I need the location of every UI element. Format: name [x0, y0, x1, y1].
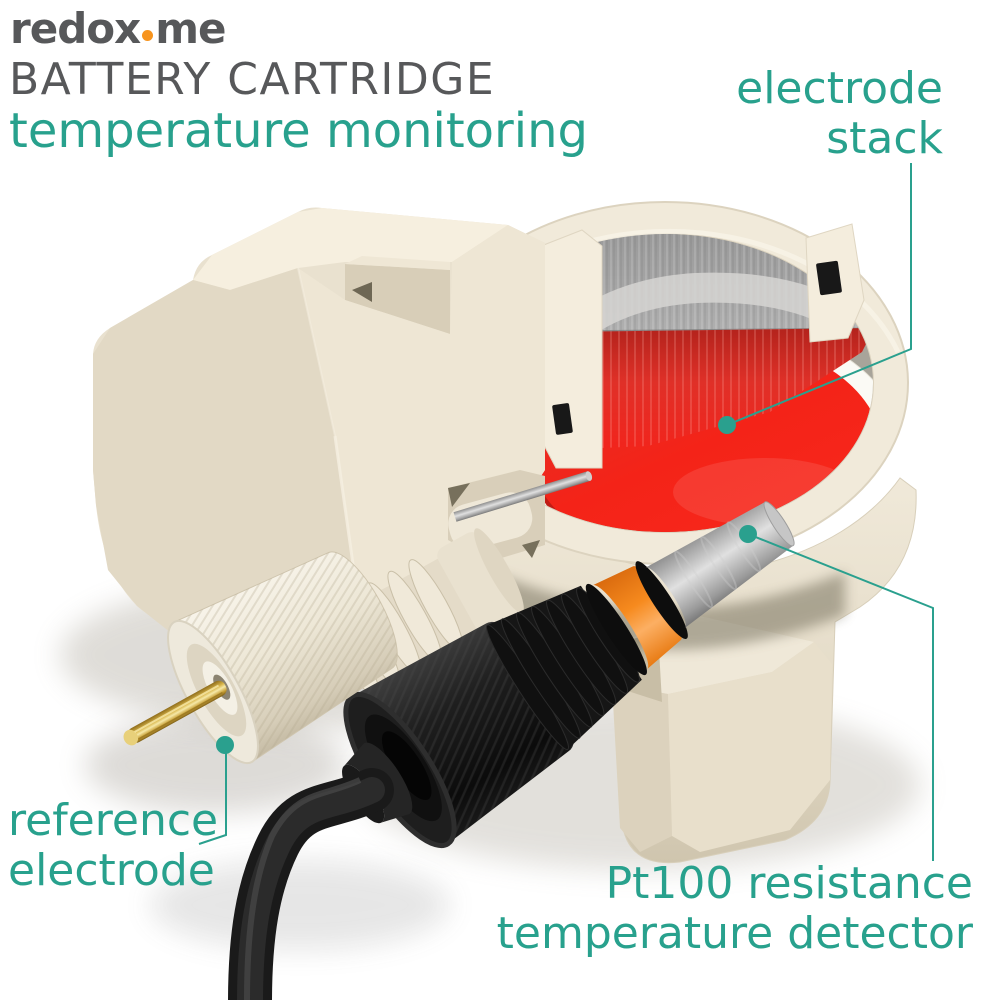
page-title: BATTERY CARTRIDGE: [9, 54, 496, 105]
label-reference-electrode-line2: electrode: [8, 845, 215, 897]
reference-electrode-leader-line: [198, 746, 227, 845]
seal-left: [552, 403, 573, 435]
electrode-stack-leader-line: [726, 163, 912, 426]
label-pt100-line1: Pt100 resistance: [605, 858, 973, 909]
label-electrode-stack: electrode stack: [736, 63, 943, 165]
reference-electrode-callout-dot: [216, 736, 234, 754]
label-electrode-stack-line1: electrode: [736, 63, 943, 114]
pt100-callout-dot: [739, 525, 757, 543]
pt100-assembly: [342, 501, 795, 849]
body-left-face: [93, 268, 358, 640]
pt100-leader-line: [747, 533, 934, 861]
gold-pin: [127, 680, 227, 744]
label-pt100-line2: temperature detector: [496, 908, 973, 960]
logo-text-me: me: [155, 4, 226, 53]
logo-text-redox: redox: [10, 4, 141, 53]
body-top-face: [193, 208, 508, 290]
body-notch: [345, 264, 450, 334]
seal-right: [816, 260, 842, 296]
label-reference-electrode-line1: reference: [8, 795, 219, 846]
reference-electrode-3d: [123, 551, 398, 765]
callouts: [198, 163, 934, 861]
logo-dot-icon: [142, 30, 154, 41]
o-ring-right: [635, 561, 688, 639]
page-subtitle: temperature monitoring: [9, 103, 588, 159]
label-pt100: Pt100 resistance temperature detector: [496, 858, 973, 960]
electrode-rod: [453, 471, 593, 522]
o-ring-left: [585, 583, 647, 676]
label-electrode-stack-line2: stack: [826, 113, 943, 165]
electrode-stack-callout-dot: [718, 416, 736, 434]
cable: [228, 768, 394, 1000]
label-reference-electrode: reference electrode: [8, 795, 219, 897]
